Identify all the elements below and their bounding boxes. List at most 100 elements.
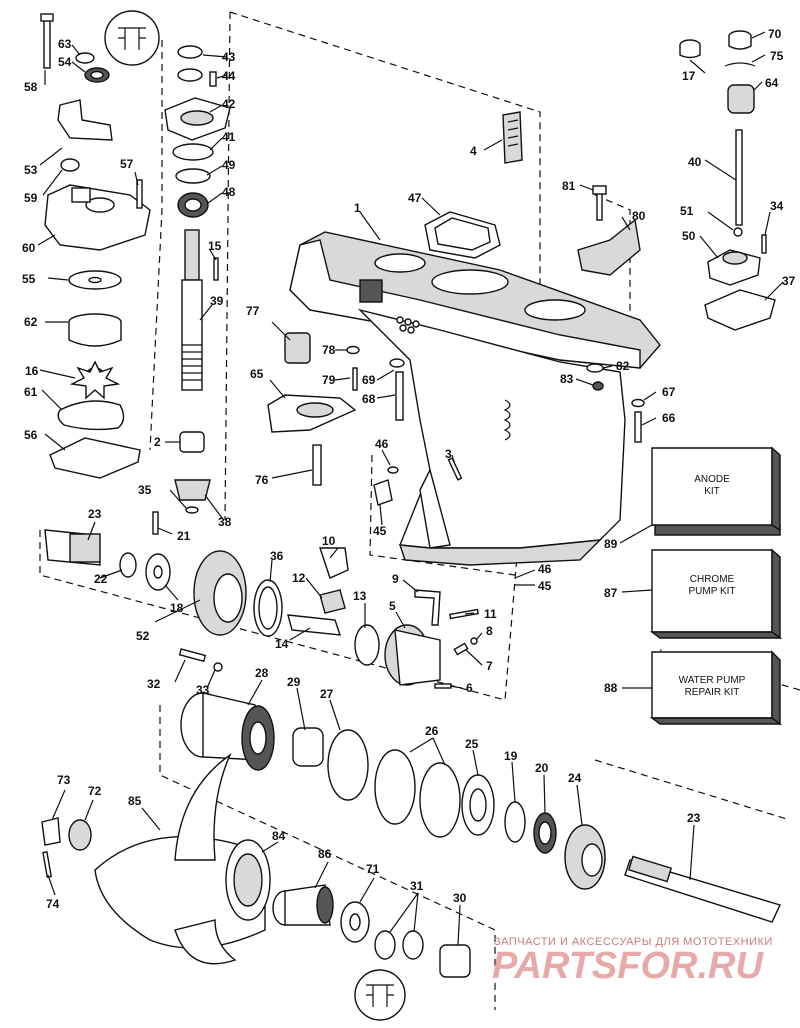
- callout-12: 12: [292, 571, 306, 585]
- callout-11: 11: [484, 607, 497, 621]
- callout-73: 73: [57, 773, 71, 787]
- callout-56: 56: [24, 428, 38, 442]
- callout-70: 70: [768, 27, 782, 41]
- callout-1: 1: [354, 201, 361, 215]
- callout-7: 7: [486, 659, 493, 673]
- callout-5: 5: [389, 599, 396, 613]
- callout-25: 25: [465, 737, 479, 751]
- chrome-pump-kit-label-1: CHROME: [690, 574, 735, 585]
- kit-boxes: ANODE KIT CHROME PUMP KIT WATER PUMP REP…: [649, 446, 783, 726]
- middle-parts: [267, 332, 479, 689]
- callout-8: 8: [486, 624, 493, 638]
- callout-28: 28: [255, 666, 269, 680]
- callout-65: 65: [250, 367, 264, 381]
- callout-23-upper: 23: [88, 507, 102, 521]
- callout-76: 76: [255, 473, 269, 487]
- water-pump-kit-label-2: REPAIR KIT: [685, 687, 740, 698]
- callout-89: 89: [604, 537, 618, 551]
- callout-78: 78: [322, 343, 336, 357]
- callout-10: 10: [322, 534, 336, 548]
- callout-71: 71: [366, 862, 380, 876]
- callout-3: 3: [445, 447, 452, 461]
- callout-80: 80: [632, 209, 646, 223]
- callout-75: 75: [770, 49, 784, 63]
- callout-85: 85: [128, 794, 142, 808]
- callout-62: 62: [24, 315, 38, 329]
- callout-32: 32: [147, 677, 161, 691]
- callout-79: 79: [322, 373, 336, 387]
- callout-63: 63: [58, 37, 72, 51]
- callout-30: 30: [453, 891, 467, 905]
- callout-49: 49: [222, 158, 236, 172]
- callout-26: 26: [425, 724, 439, 738]
- callout-50: 50: [682, 229, 696, 243]
- callout-37: 37: [782, 274, 796, 288]
- callout-34: 34: [770, 199, 784, 213]
- callout-19: 19: [504, 749, 518, 763]
- callout-88: 88: [604, 681, 618, 695]
- callout-87: 87: [604, 586, 618, 600]
- watermark-brand: PARTSFOR.RU: [492, 945, 764, 987]
- callout-2: 2: [154, 435, 161, 449]
- callout-59: 59: [24, 191, 38, 205]
- callout-44: 44: [222, 69, 236, 83]
- gearcase-housing: [289, 231, 661, 566]
- leader-lines: [37, 31, 784, 946]
- callout-51: 51: [680, 204, 694, 218]
- callout-77: 77: [246, 304, 260, 318]
- callout-9: 9: [392, 572, 399, 586]
- callout-40: 40: [688, 155, 702, 169]
- callout-42: 42: [222, 97, 236, 111]
- watermark-tagline: ЗАПЧАСТИ И АКСЕССУАРЫ ДЛЯ МОТОТЕХНИКИ: [494, 936, 773, 948]
- callout-6: 6: [466, 681, 473, 695]
- callout-47: 47: [408, 191, 422, 205]
- callout-82: 82: [616, 359, 630, 373]
- callout-16: 16: [25, 364, 39, 378]
- callout-21: 21: [177, 529, 191, 543]
- anode-kit-label-1: ANODE: [694, 474, 730, 485]
- callout-57: 57: [120, 157, 134, 171]
- callout-23-lower: 23: [687, 811, 701, 825]
- callout-83: 83: [560, 372, 574, 386]
- callout-45-left: 45: [373, 524, 387, 538]
- right-upper-parts: [424, 30, 776, 443]
- driveshaft-column: [152, 45, 231, 535]
- callout-31: 31: [410, 879, 424, 893]
- callout-33: 33: [196, 683, 210, 697]
- callout-58: 58: [24, 80, 38, 94]
- chrome-pump-kit-box: CHROME PUMP KIT: [649, 548, 783, 640]
- callout-48: 48: [222, 185, 236, 199]
- callout-68: 68: [362, 392, 376, 406]
- water-pump-kit-label-1: WATER PUMP: [679, 675, 746, 686]
- callout-60: 60: [22, 241, 36, 255]
- callout-46-right: 46: [538, 562, 552, 576]
- lower-parts: [41, 692, 781, 978]
- callout-61: 61: [24, 385, 38, 399]
- callout-43: 43: [222, 50, 236, 64]
- callout-numbers: 1 2 3 4 5 6 7 8 9 10 11 12 13 14 15 16 1…: [22, 27, 796, 911]
- callout-18: 18: [170, 601, 184, 615]
- water-pump-repair-kit-box: WATER PUMP REPAIR KIT: [649, 650, 783, 726]
- callout-39: 39: [210, 294, 224, 308]
- callout-74: 74: [46, 897, 60, 911]
- callout-22: 22: [94, 572, 108, 586]
- callout-41: 41: [222, 130, 236, 144]
- callout-38: 38: [218, 515, 232, 529]
- callout-64: 64: [765, 76, 779, 90]
- watermark: ЗАПЧАСТИ И АКСЕССУАРЫ ДЛЯ МОТОТЕХНИКИ PA…: [492, 936, 773, 987]
- anode-kit-label-2: KIT: [704, 486, 720, 497]
- left-column-parts: [40, 13, 283, 672]
- callout-86: 86: [318, 847, 332, 861]
- callout-55: 55: [22, 272, 36, 286]
- callout-36: 36: [270, 549, 284, 563]
- callout-46-left: 46: [375, 437, 389, 451]
- callout-35: 35: [138, 483, 152, 497]
- callout-20: 20: [535, 761, 549, 775]
- callout-69: 69: [362, 373, 376, 387]
- callout-27: 27: [320, 687, 334, 701]
- callout-17: 17: [682, 69, 696, 83]
- callout-84: 84: [272, 829, 286, 843]
- detail-circle-bottom: [354, 969, 406, 1021]
- callout-54: 54: [58, 55, 72, 69]
